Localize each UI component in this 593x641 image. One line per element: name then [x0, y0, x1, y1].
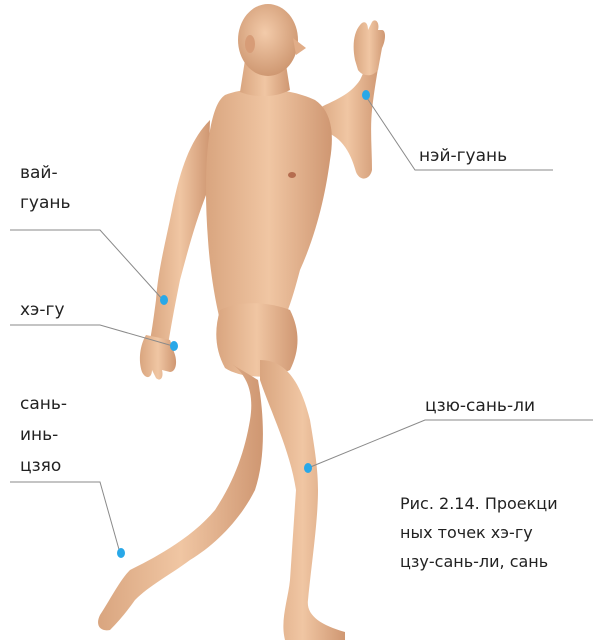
acupoint-wai-guan — [160, 295, 168, 305]
leader-line-zu-san-li — [308, 420, 593, 468]
label-wai-guan-line1: вай- — [20, 162, 58, 184]
acupoint-nei-guan — [362, 90, 370, 100]
nipple-mark — [288, 172, 296, 178]
figure-caption-line2: ных точек хэ-гу — [400, 519, 593, 547]
acupoint-he-gu — [170, 341, 178, 351]
leader-line-wai-guan — [10, 230, 163, 300]
label-zu-san-li: цзю-сань-ли — [425, 395, 535, 417]
back-leg — [98, 360, 263, 630]
torso — [206, 89, 332, 320]
label-wai-guan-line2: гуань — [20, 192, 71, 214]
acupoint-zu-san-li — [304, 463, 312, 473]
label-san-yin-jiao-line1: сань- — [20, 393, 67, 415]
label-san-yin-jiao-line3: цзяо — [20, 455, 61, 477]
figure-caption-line1: Рис. 2.14. Проекци — [400, 490, 593, 518]
acupoint-san-yin-jiao — [117, 548, 125, 558]
label-nei-guan: нэй-гуань — [419, 145, 507, 167]
head — [238, 4, 306, 76]
hips — [216, 303, 297, 376]
label-he-gu: хэ-гу — [20, 299, 65, 321]
hanging-arm — [140, 120, 210, 380]
label-san-yin-jiao-line2: инь- — [20, 424, 58, 446]
front-leg — [260, 360, 345, 640]
leader-line-san-yin-jiao — [10, 482, 120, 553]
figure-caption-line3: цзу-сань-ли, сань — [400, 548, 593, 576]
